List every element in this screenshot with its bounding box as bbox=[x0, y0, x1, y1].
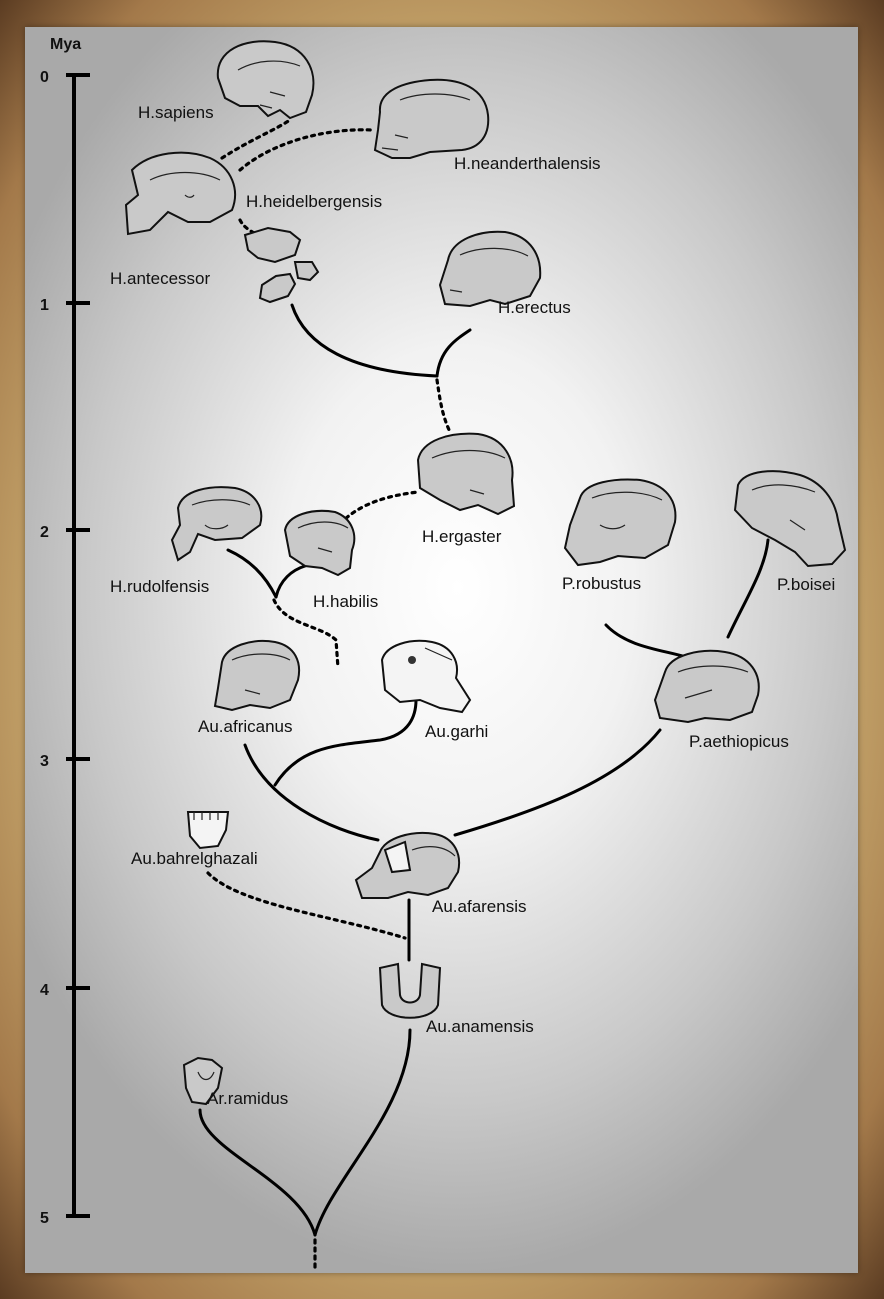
label-h-rudolfensis: H.rudolfensis bbox=[110, 577, 209, 596]
axis-tick-1: 1 bbox=[40, 297, 90, 314]
au-africanus-skull-icon bbox=[213, 640, 300, 712]
branch-habilis bbox=[274, 564, 307, 599]
axis-tick-0: 0 bbox=[40, 69, 90, 86]
au-garhi-skull-icon bbox=[380, 640, 472, 714]
axis-unit-label: Mya bbox=[50, 36, 81, 53]
label-h-antecessor: H.antecessor bbox=[110, 269, 210, 288]
axis-tick-label-2: 2 bbox=[40, 524, 49, 541]
p-aethiopicus-skull-icon bbox=[653, 649, 760, 724]
h-erectus-skull-icon bbox=[438, 230, 542, 308]
label-h-neanderthalensis: H.neanderthalensis bbox=[454, 154, 600, 173]
species-labels: H.sapiens H.neanderthalensis H.heidelber… bbox=[110, 103, 835, 1108]
label-h-ergaster: H.ergaster bbox=[422, 527, 502, 546]
p-boisei-skull-icon bbox=[733, 470, 847, 568]
branch-afarensis-aethiopicus bbox=[453, 728, 662, 837]
dotted-ergaster-erectus bbox=[435, 378, 452, 434]
time-axis: Mya 0 1 2 3 4 5 bbox=[40, 36, 90, 1227]
label-au-anamensis: Au.anamensis bbox=[426, 1017, 534, 1036]
solid-branches bbox=[198, 303, 770, 1237]
au-bahrelghazali-jaw-icon bbox=[186, 811, 230, 850]
h-ergaster-skull-icon bbox=[416, 432, 516, 516]
label-au-garhi: Au.garhi bbox=[425, 722, 488, 741]
axis-tick-3: 3 bbox=[40, 753, 90, 770]
branch-anamensis-root bbox=[313, 1028, 412, 1237]
branch-antecessor-fork bbox=[290, 303, 439, 378]
axis-tick-label-5: 5 bbox=[40, 1210, 49, 1227]
branch-erectus-fork bbox=[435, 328, 472, 378]
h-neanderthalensis-skull-icon bbox=[373, 78, 490, 159]
branch-robustus bbox=[604, 623, 697, 662]
branch-africanus-afarensis bbox=[243, 743, 380, 842]
label-p-robustus: P.robustus bbox=[562, 574, 641, 593]
label-h-erectus: H.erectus bbox=[498, 298, 571, 317]
axis-tick-5: 5 bbox=[40, 1210, 90, 1227]
axis-tick-4: 4 bbox=[40, 982, 90, 999]
label-h-heidelbergensis: H.heidelbergensis bbox=[246, 192, 382, 211]
dotted-heidelbergensis-sapiens bbox=[220, 118, 292, 160]
dotted-branches bbox=[206, 118, 452, 1270]
au-afarensis-skull-icon bbox=[354, 832, 460, 899]
label-au-bahrelghazali: Au.bahrelghazali bbox=[131, 849, 258, 868]
axis-tick-label-1: 1 bbox=[40, 297, 49, 314]
h-sapiens-skull-icon bbox=[216, 40, 315, 120]
h-heidelbergensis-skull-icon bbox=[124, 151, 236, 236]
label-h-habilis: H.habilis bbox=[313, 592, 378, 611]
axis-tick-label-4: 4 bbox=[40, 982, 49, 999]
p-robustus-skull-icon bbox=[563, 478, 677, 567]
label-ar-ramidus: Ar.ramidus bbox=[207, 1089, 288, 1108]
axis-tick-label-0: 0 bbox=[40, 69, 49, 86]
h-antecessor-fragments-icon bbox=[243, 226, 320, 304]
au-anamensis-jaw-icon bbox=[378, 962, 442, 1019]
label-p-aethiopicus: P.aethiopicus bbox=[689, 732, 789, 751]
branch-ramidus-root bbox=[198, 1108, 317, 1237]
branch-boisei bbox=[726, 538, 770, 639]
branch-rudolfensis bbox=[226, 548, 278, 599]
dotted-bahrelghazali bbox=[206, 871, 407, 940]
axis-tick-2: 2 bbox=[40, 524, 90, 541]
dotted-heidelbergensis-neanderthal bbox=[238, 128, 374, 172]
h-habilis-skull-icon bbox=[283, 510, 356, 577]
label-h-sapiens: H.sapiens bbox=[138, 103, 214, 122]
branch-garhi bbox=[273, 698, 418, 787]
dotted-habilis-down bbox=[272, 598, 340, 670]
label-p-boisei: P.boisei bbox=[777, 575, 835, 594]
skulls bbox=[124, 40, 847, 1106]
label-au-africanus: Au.africanus bbox=[198, 717, 293, 736]
label-au-afarensis: Au.afarensis bbox=[432, 897, 527, 916]
ar-ramidus-jaw-icon bbox=[182, 1056, 224, 1106]
h-rudolfensis-skull-icon bbox=[170, 486, 263, 562]
axis-tick-label-3: 3 bbox=[40, 753, 49, 770]
